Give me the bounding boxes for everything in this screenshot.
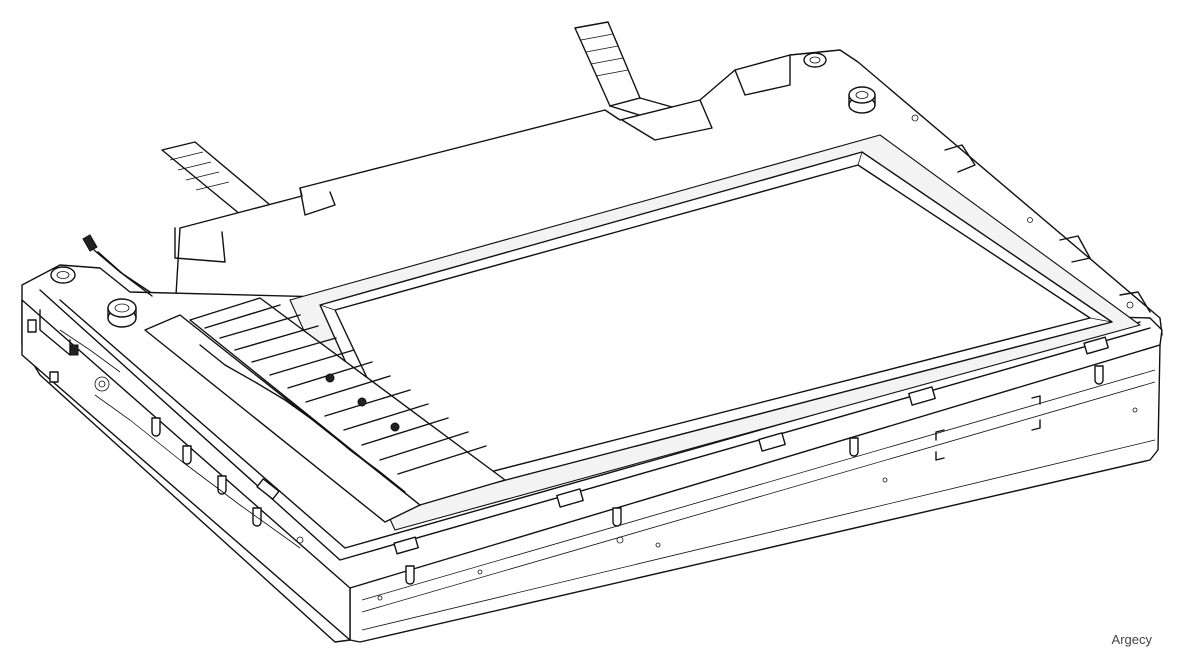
mount-post-rear-corner [803,52,827,68]
mounting-tabs [151,365,1104,585]
mount-post-rear-right [848,86,876,114]
mount-post-rear-left [50,266,76,284]
right-wall-tabs [944,144,1151,313]
glass-frame [289,134,1141,531]
rim-clips [256,336,1109,555]
left-end-plate [27,309,301,549]
watermark-text: Argecy [1111,632,1152,647]
label-marks [935,395,1041,461]
screw-holes [94,114,1138,601]
flex-cable-left [161,141,283,225]
mount-post-front-left [107,298,137,328]
side-cable [82,234,153,297]
feed-guide [144,297,506,523]
